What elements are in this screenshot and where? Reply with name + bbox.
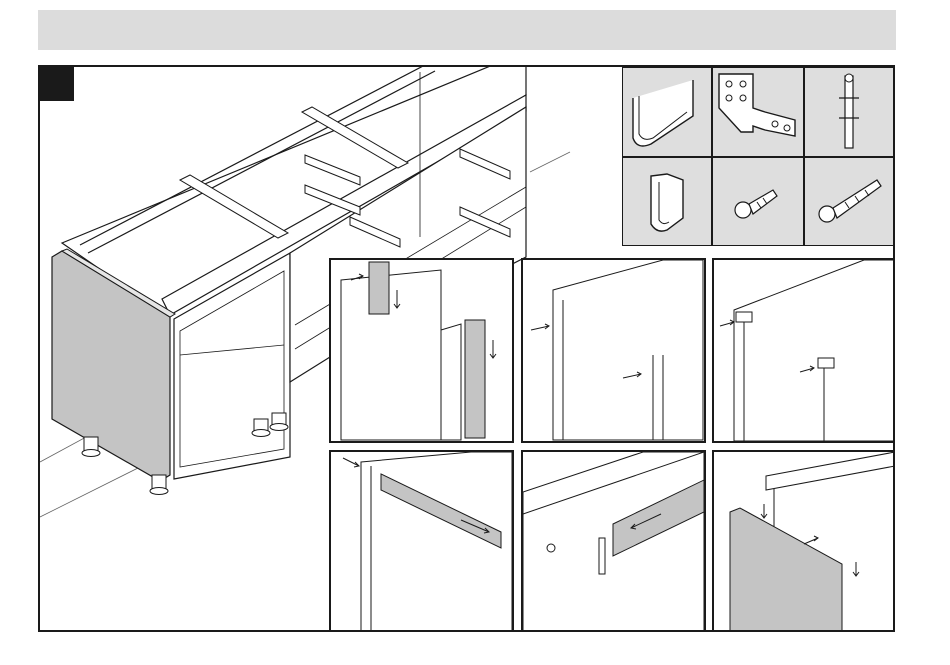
bracket-mount-top (712, 258, 895, 443)
assembly-step-frame (38, 65, 895, 632)
profile-rail-icon (622, 67, 712, 157)
short-screw-icon (712, 157, 804, 246)
mounting-bracket-icon (712, 67, 804, 157)
end-cap-icon (622, 157, 712, 246)
long-screw-icon (804, 157, 895, 246)
rail-slide-in (329, 450, 514, 632)
panel-pin-insert (521, 258, 706, 443)
side-panel-strip-attach (329, 258, 514, 443)
door-mount-front (712, 450, 895, 632)
header-bar (38, 10, 896, 50)
door-pin-hinge-icon (804, 67, 895, 157)
pin-fix-rail (521, 450, 706, 632)
